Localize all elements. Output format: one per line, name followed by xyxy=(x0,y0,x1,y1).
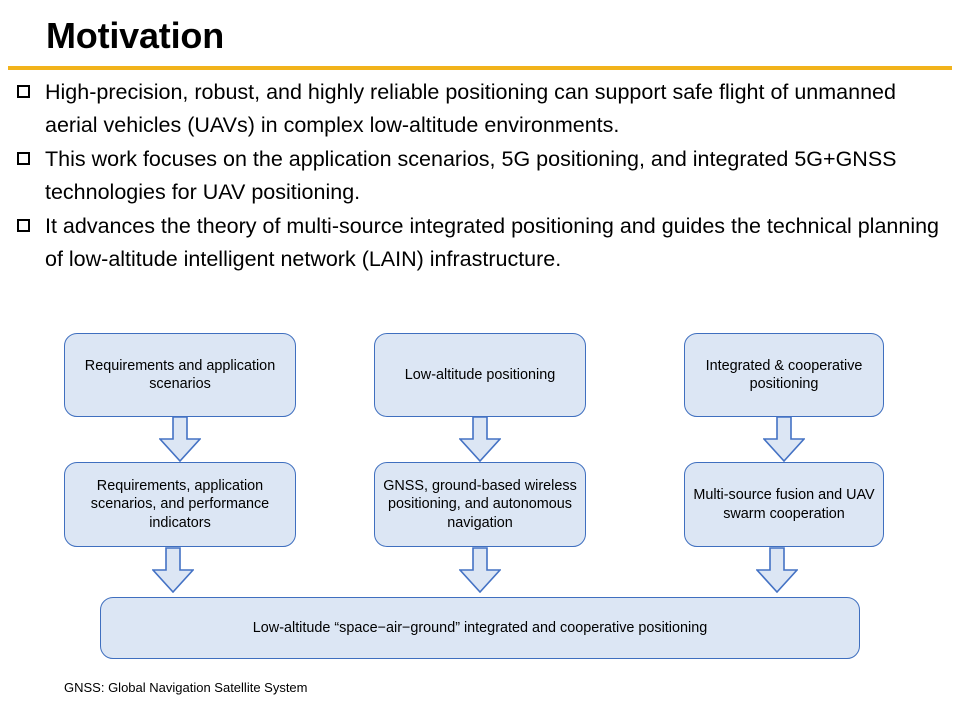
down-arrow-icon xyxy=(756,547,798,593)
hollow-square-bullet-icon xyxy=(17,219,30,232)
flow-box-requirements-application-scenarios-performance-indicators: Requirements, application scenarios, and… xyxy=(64,462,296,547)
bullet-list: High-precision, robust, and highly relia… xyxy=(12,76,952,277)
bullet-item: It advances the theory of multi-source i… xyxy=(12,210,952,276)
hollow-square-bullet-icon xyxy=(17,152,30,165)
flow-box-low-altitude-space-air-ground-integrated-cooperative-positioning: Low-altitude “space−air−ground” integrat… xyxy=(100,597,860,659)
bullet-text: It advances the theory of multi-source i… xyxy=(45,214,940,271)
flow-box-label: Low-altitude positioning xyxy=(404,366,556,383)
down-arrow-icon xyxy=(459,416,501,462)
flow-box-label: Requirements, application scenarios, and… xyxy=(90,477,270,531)
bullet-item: This work focuses on the application sce… xyxy=(12,143,952,209)
bullet-item: High-precision, robust, and highly relia… xyxy=(12,76,952,142)
footnote-abbreviation: GNSS: Global Navigation Satellite System xyxy=(64,680,308,695)
flow-box-label: Low-altitude “space−air−ground” integrat… xyxy=(252,619,708,636)
flow-box-label: Requirements and application scenarios xyxy=(84,357,276,393)
down-arrow-icon xyxy=(159,416,201,462)
flow-box-label: Multi-source fusion and UAV swarm cooper… xyxy=(693,487,875,522)
flow-box-label: Integrated & cooperative positioning xyxy=(705,357,863,393)
title-divider xyxy=(8,66,952,70)
down-arrow-icon xyxy=(152,547,194,593)
flow-box-multi-source-fusion-and-uav-swarm-cooperation: Multi-source fusion and UAV swarm cooper… xyxy=(684,462,884,547)
hollow-square-bullet-icon xyxy=(17,85,30,98)
bullet-text: High-precision, robust, and highly relia… xyxy=(45,80,896,137)
page-title: Motivation xyxy=(46,15,224,56)
flow-box-gnss-ground-based-wireless-positioning-autonomous-navigation: GNSS, ground-based wireless positioning,… xyxy=(374,462,586,547)
flow-box-requirements-and-application-scenarios: Requirements and application scenarios xyxy=(64,333,296,417)
flow-box-integrated-and-cooperative-positioning: Integrated & cooperative positioning xyxy=(684,333,884,417)
down-arrow-icon xyxy=(459,547,501,593)
bullet-text: This work focuses on the application sce… xyxy=(45,147,897,204)
down-arrow-icon xyxy=(763,416,805,462)
flow-box-label: GNSS, ground-based wireless positioning,… xyxy=(383,477,577,531)
flow-box-low-altitude-positioning: Low-altitude positioning xyxy=(374,333,586,417)
